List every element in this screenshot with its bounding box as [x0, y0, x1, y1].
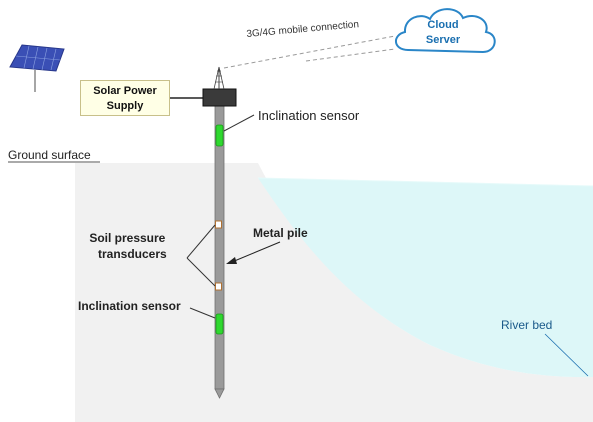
leader-inclination-bottom [189, 307, 216, 319]
metal-pile [214, 105, 225, 390]
river-bed-label: River bed [501, 318, 553, 332]
leader-inclination-top [223, 114, 255, 132]
cloud-label-line1: Cloud [427, 19, 459, 31]
cloud-server-label: Cloud Server [413, 18, 473, 48]
leader-river-bed [544, 333, 589, 377]
leader-metal-pile-arrowhead [226, 257, 237, 264]
solar-power-supply-box: Solar Power Supply [80, 80, 170, 116]
ground-region [75, 163, 593, 422]
solar-panel-icon [9, 44, 65, 92]
water-surface-line [257, 177, 593, 187]
pile-tip [214, 388, 225, 399]
leader-metal-pile [231, 241, 281, 263]
datalogger-box [202, 88, 237, 107]
ground-surface-label: Ground surface [8, 148, 91, 162]
cloud-label-line2: Server [425, 34, 461, 46]
inclination-sensor-bottom [215, 313, 224, 335]
mobile-link-lower [305, 48, 396, 62]
solar-label-line1: Solar Power [93, 85, 157, 97]
inclination-sensor-top-label: Inclination sensor [258, 108, 360, 123]
inclination-sensor-bottom-label: Inclination sensor [78, 299, 181, 313]
pressure-transducer-upper [215, 220, 222, 229]
inclination-sensor-top [215, 124, 224, 147]
metal-pile-label: Metal pile [253, 226, 308, 240]
soil-label-line2: transducers [98, 247, 167, 261]
mobile-link-upper [223, 35, 396, 69]
cloud-icon [395, 8, 496, 54]
water-region [258, 178, 593, 378]
antenna-icon [213, 66, 225, 90]
soil-label-line1: Soil pressure [89, 231, 166, 245]
leader-soil-lower [186, 257, 216, 287]
leader-soil-upper [186, 224, 216, 259]
solar-label-line2: Supply [106, 100, 144, 112]
pressure-transducer-lower [215, 282, 222, 291]
soil-pressure-transducers-label: Soil pressure transducers [88, 230, 167, 262]
